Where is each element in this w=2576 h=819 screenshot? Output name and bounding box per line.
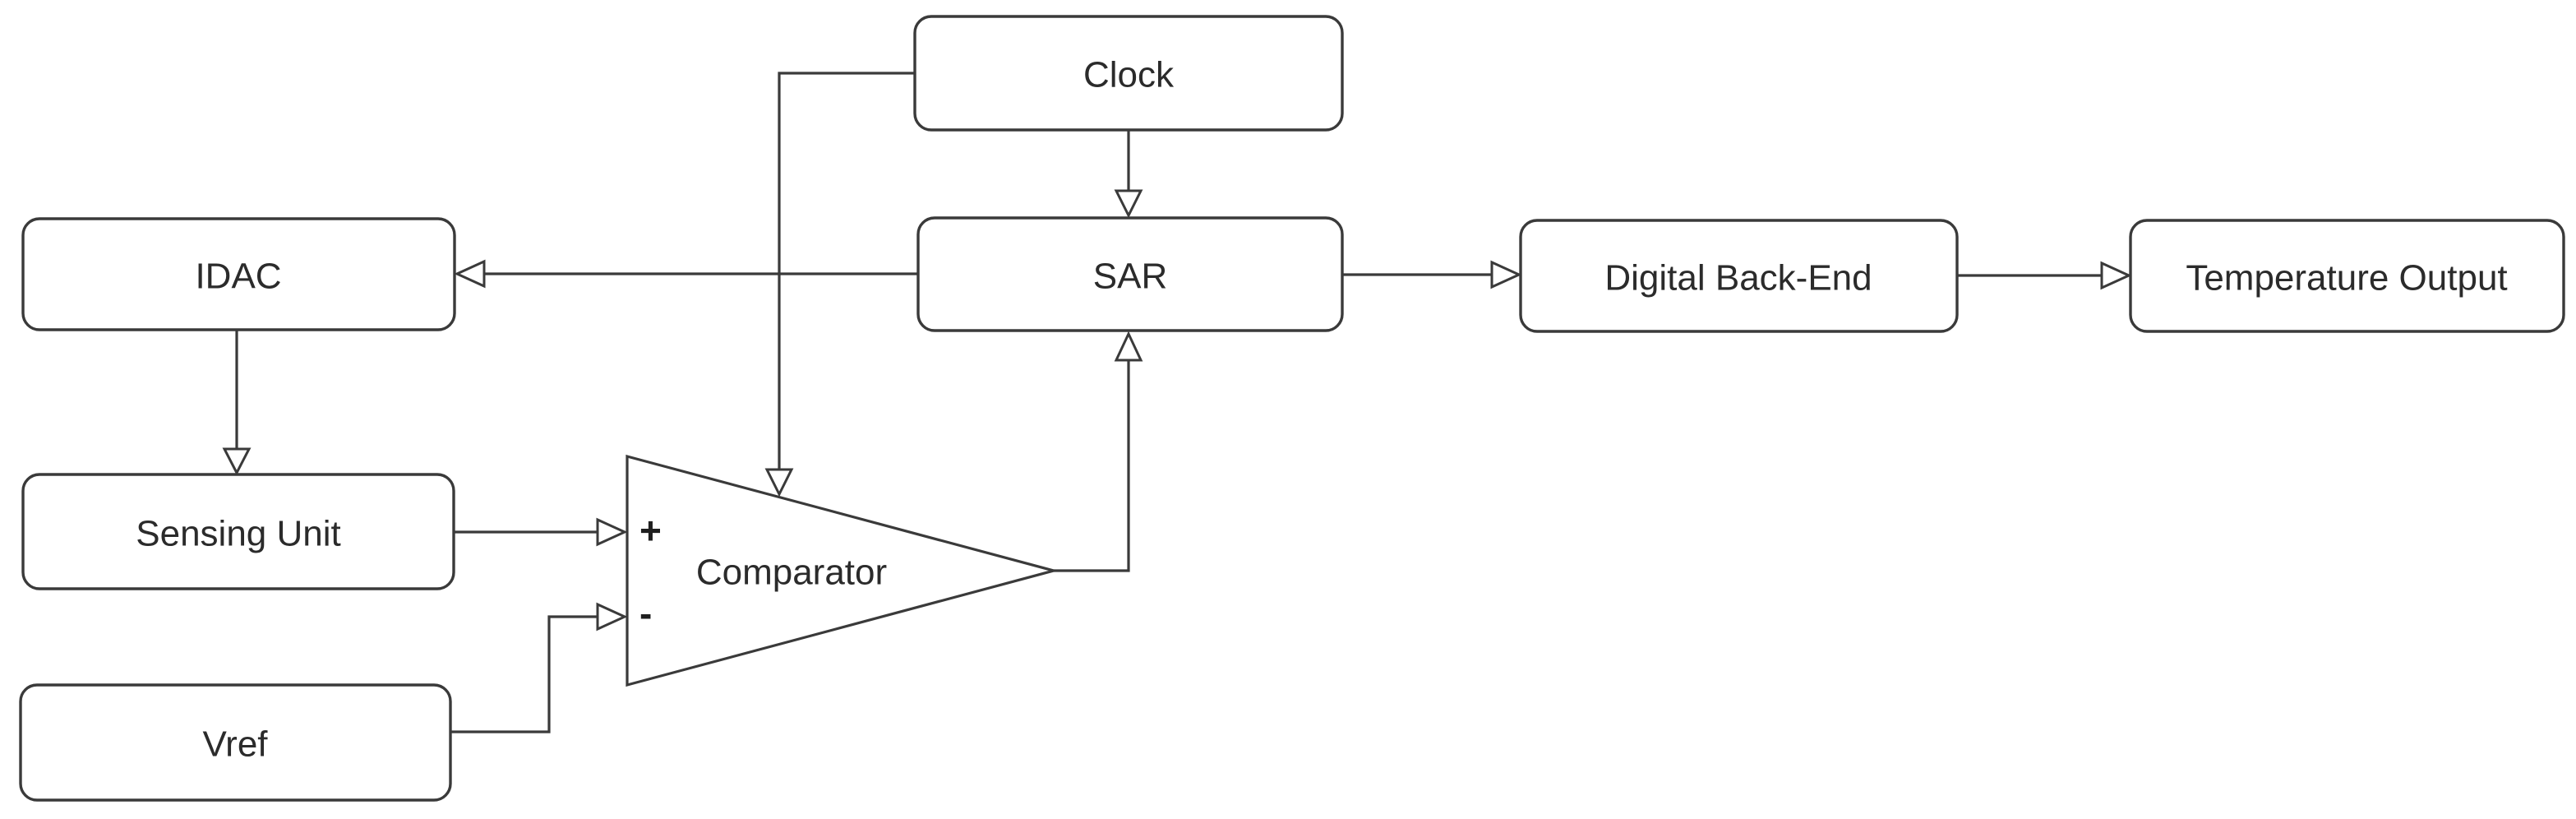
connector-sar-to-idac [454,259,918,289]
node-digital-back-end-label: Digital Back-End [1604,258,1872,298]
node-vref-label: Vref [202,724,268,765]
arrowhead-down-icon [222,447,252,476]
arrowhead-right-icon [2100,261,2132,290]
node-temperature-output: Temperature Output [2129,219,2565,333]
arrowhead-right-icon [1490,260,1522,289]
node-temperature-output-label: Temperature Output [2186,258,2507,298]
node-sensing-unit: Sensing Unit [21,473,455,590]
connector-digital-back-end-to-temperature-output [1957,261,2132,290]
node-clock: Clock [913,15,1344,132]
arrowhead-right-icon [596,517,628,547]
connector-sensing-unit-to-comparator-plus [454,517,628,547]
comparator-minus-input-label: - [639,592,652,635]
arrowhead-right-icon [596,602,628,632]
node-sensing-unit-label: Sensing Unit [136,514,340,554]
node-clock-label: Clock [1083,55,1175,95]
arrowhead-up-icon [1114,331,1143,362]
node-vref: Vref [19,683,452,802]
node-idac-label: IDAC [195,257,281,297]
node-sar-label: SAR [1093,257,1167,297]
node-sar: SAR [916,216,1344,332]
connector-idac-to-sensing-unit [222,330,252,476]
comparator-plus-input-label: + [639,509,662,552]
arrowhead-down-icon [764,468,794,497]
node-digital-back-end: Digital Back-End [1519,219,1959,333]
comparator-triangle [626,454,1059,687]
arrowhead-down-icon [1114,189,1143,219]
node-comparator-label: Comparator [696,553,887,593]
node-comparator: + - Comparator [626,454,1059,687]
connector-sar-to-digital-back-end [1342,260,1522,289]
node-idac: IDAC [21,217,456,331]
connector-clock-to-comparator [764,72,915,497]
connector-vref-to-comparator-minus [450,602,628,733]
arrowhead-left-icon [454,259,486,289]
connector-comparator-to-sar [1054,331,1143,572]
connector-clock-to-sar [1114,130,1143,219]
